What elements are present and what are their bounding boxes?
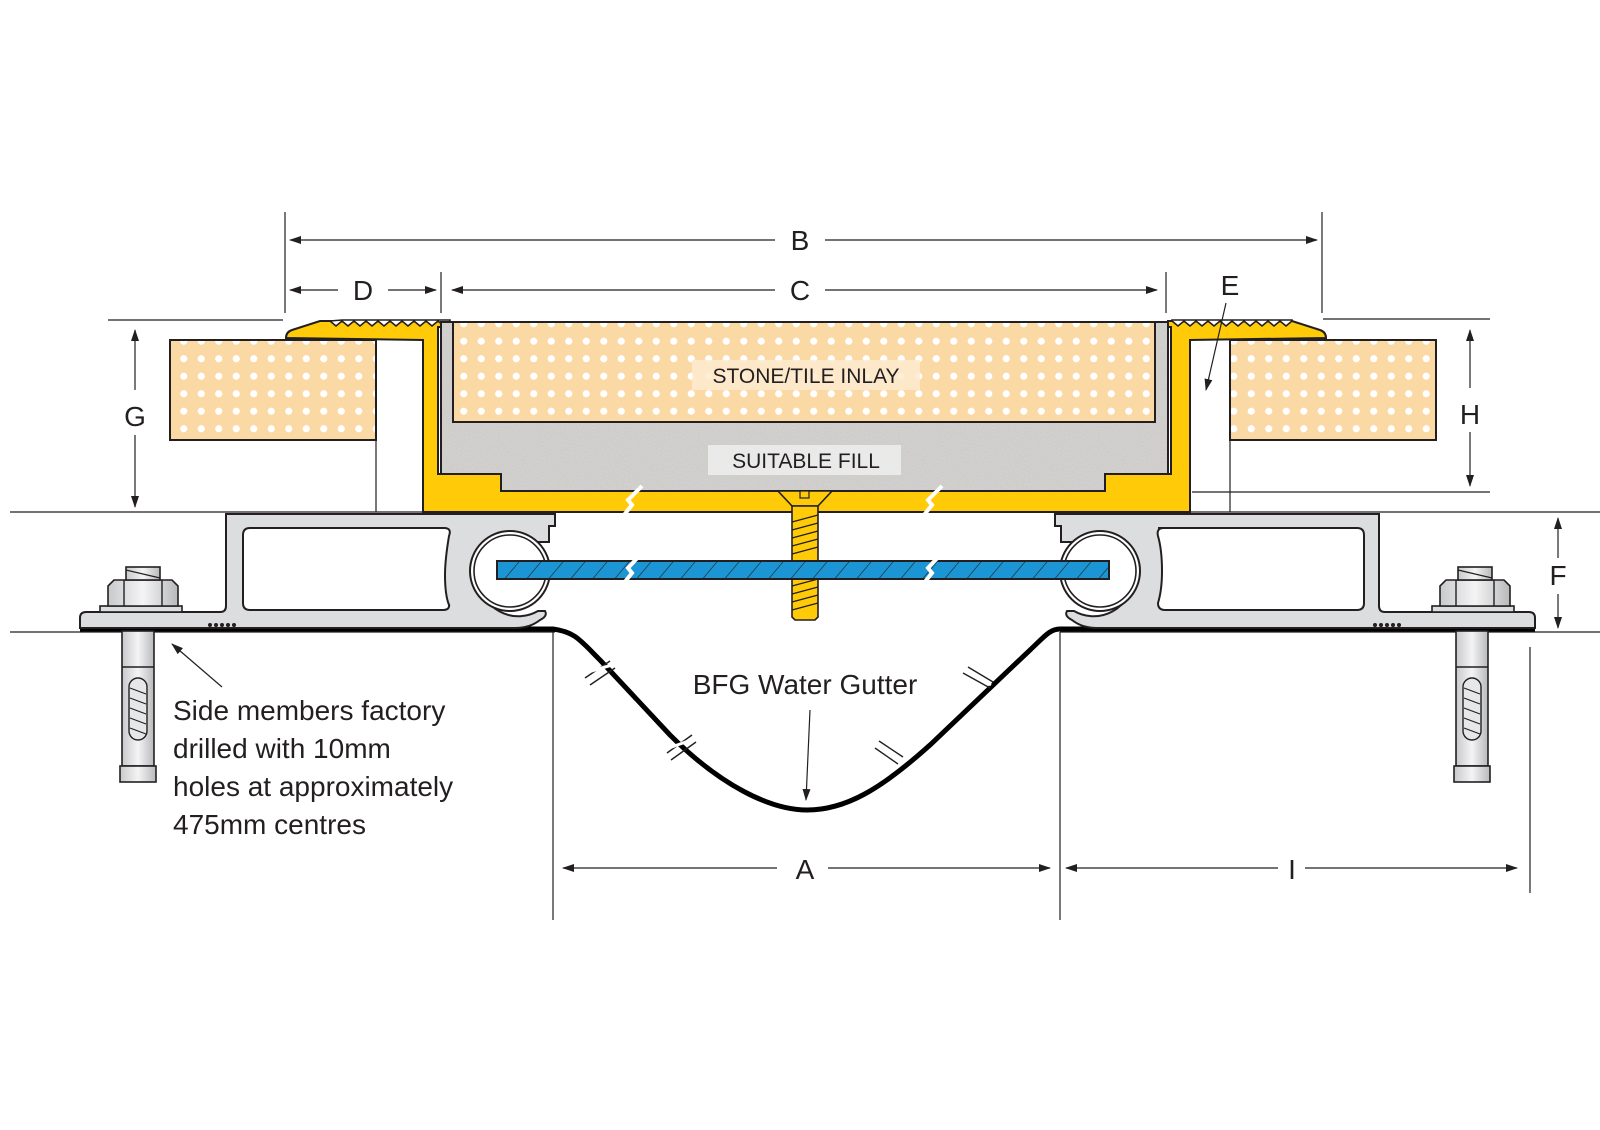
dimension-H: H: [1192, 318, 1490, 493]
side-member-note: Side members factory drilled with 10mm h…: [173, 695, 461, 840]
right-floor-tile: [1229, 339, 1437, 441]
dimension-D: D: [289, 272, 442, 313]
inlay-label: STONE/TILE INLAY: [712, 365, 899, 388]
right-anchor-bolt: [1431, 566, 1515, 783]
dimension-G-label: G: [124, 401, 146, 432]
dimension-E-label: E: [1221, 270, 1240, 301]
fill-label: SUITABLE FILL: [732, 450, 880, 473]
dimension-A: A: [562, 854, 1051, 885]
note-leader-arrow: [171, 643, 223, 688]
note-line-1: Side members factory: [173, 695, 445, 726]
dimension-I: I: [1065, 854, 1518, 885]
gutter-label: BFG Water Gutter: [693, 669, 918, 700]
dimension-H-label: H: [1460, 399, 1480, 430]
dimension-B-label: B: [791, 225, 810, 256]
dimension-I-label: I: [1288, 854, 1296, 885]
dimension-F-label: F: [1549, 560, 1566, 591]
dimension-C-label: C: [790, 275, 810, 306]
dimension-D-label: D: [353, 275, 373, 306]
right-serrated-edge: [1171, 319, 1293, 328]
cover-tray: [284, 320, 1328, 513]
dimension-E: E: [1204, 270, 1240, 391]
dimension-C: C: [451, 272, 1167, 313]
left-anchor-bolt: [99, 566, 183, 783]
note-line-3: holes at approximately: [173, 771, 453, 802]
slide-bar: [496, 560, 1110, 580]
dimension-A-label: A: [796, 854, 815, 885]
note-line-4: 475mm centres: [173, 809, 366, 840]
tray-break-marks: [618, 484, 944, 522]
dimension-F: F: [1549, 517, 1567, 629]
note-line-2: drilled with 10mm: [173, 733, 391, 764]
gutter-leader-arrow: [802, 709, 811, 801]
dimension-B: B: [284, 212, 1323, 313]
water-gutter: [80, 626, 1535, 813]
dimension-G: G: [108, 319, 283, 508]
left-floor-tile: [169, 339, 377, 441]
slide-bar-break-marks: [618, 551, 944, 590]
